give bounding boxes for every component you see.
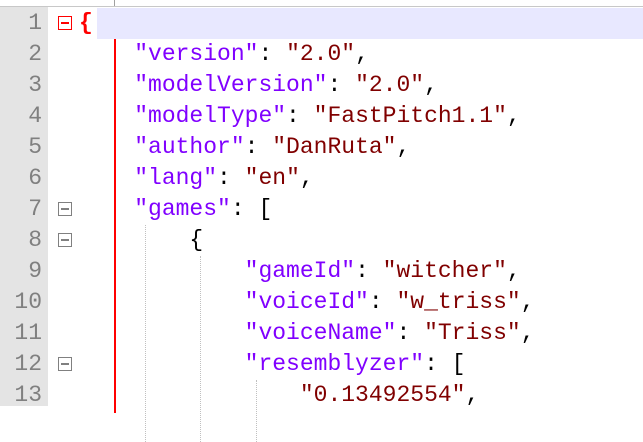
json-string: "witcher": [382, 258, 507, 284]
json-punctuation: :: [217, 165, 245, 191]
current-line-highlight: [97, 8, 643, 39]
json-punctuation: :: [286, 103, 314, 129]
line-number: 8: [28, 227, 42, 253]
json-string: "w_triss": [396, 289, 521, 315]
code-line[interactable]: "lang": "en",: [79, 163, 314, 194]
json-key: "voiceId": [244, 289, 369, 315]
json-punctuation: ,: [506, 103, 521, 129]
fold-toggle-icon[interactable]: [58, 16, 72, 30]
json-punctuation: [79, 103, 134, 129]
json-punctuation: [79, 351, 245, 377]
json-key: "games": [134, 196, 231, 222]
json-punctuation: [79, 165, 134, 191]
line-number: 11: [14, 320, 42, 346]
json-punctuation: ,: [506, 258, 521, 284]
json-punctuation: [79, 196, 134, 222]
json-key: "author": [134, 134, 245, 160]
code-line[interactable]: "resemblyzer": [: [79, 349, 466, 380]
json-punctuation: ,: [299, 165, 314, 191]
json-key: "modelType": [134, 103, 287, 129]
line-number: 12: [14, 351, 42, 377]
line-number: 5: [28, 134, 42, 160]
fold-toggle-icon[interactable]: [58, 233, 72, 247]
line-number: 13: [14, 382, 42, 408]
json-string: "2.0": [355, 72, 425, 98]
json-punctuation: ,: [396, 134, 411, 160]
json-punctuation: ,: [520, 289, 535, 315]
code-line[interactable]: "voiceId": "w_triss",: [79, 287, 535, 318]
json-punctuation: : [: [424, 351, 466, 377]
json-string: "0.13492554": [299, 382, 466, 408]
json-punctuation: [79, 72, 134, 98]
line-number: 3: [28, 72, 42, 98]
json-punctuation: {: [79, 227, 204, 253]
json-string: "2.0": [286, 41, 356, 67]
line-number: 1: [28, 10, 42, 36]
code-line[interactable]: {: [79, 225, 203, 256]
json-key: "lang": [134, 165, 218, 191]
fold-margin: [48, 7, 116, 413]
json-string: "en": [244, 165, 300, 191]
code-line[interactable]: "version": "2.0",: [79, 39, 369, 70]
json-key: "voiceName": [244, 320, 397, 346]
json-string: "Triss": [424, 320, 521, 346]
json-punctuation: :: [396, 320, 425, 346]
line-number: 9: [28, 258, 42, 284]
code-line[interactable]: "gameId": "witcher",: [79, 256, 521, 287]
code-line[interactable]: "games": [: [79, 194, 272, 225]
json-punctuation: ,: [355, 41, 369, 67]
json-key: "resemblyzer": [244, 351, 425, 377]
json-punctuation: ,: [520, 320, 535, 346]
json-punctuation: : [: [230, 196, 273, 222]
line-number: 10: [14, 289, 42, 315]
fold-range-bar: [114, 30, 116, 413]
code-line[interactable]: "modelVersion": "2.0",: [79, 70, 438, 101]
json-punctuation: ,: [465, 382, 480, 408]
line-number: 7: [28, 196, 42, 222]
tab-separator: [114, 0, 115, 6]
json-key: "gameId": [244, 258, 356, 284]
matched-brace: {: [79, 10, 93, 36]
indent-guide: [145, 225, 147, 442]
code-line[interactable]: "0.13492554",: [79, 380, 479, 411]
json-string: "DanRuta": [272, 134, 397, 160]
json-punctuation: :: [368, 289, 397, 315]
json-key: "modelVersion": [134, 72, 328, 98]
json-punctuation: [79, 320, 245, 346]
json-punctuation: ,: [424, 72, 438, 98]
json-punctuation: :: [355, 258, 383, 284]
json-string: "FastPitch1.1": [313, 103, 507, 129]
indent-guide: [200, 256, 202, 442]
line-number: 6: [28, 165, 42, 191]
json-punctuation: [79, 134, 134, 160]
json-punctuation: :: [258, 41, 287, 67]
json-punctuation: :: [327, 72, 356, 98]
json-punctuation: :: [244, 134, 273, 160]
tab-bar-edge: [0, 0, 643, 7]
line-number: 4: [28, 103, 42, 129]
code-line[interactable]: {: [79, 8, 93, 39]
json-key: "version": [134, 41, 259, 67]
json-punctuation: [79, 289, 245, 315]
fold-toggle-icon[interactable]: [58, 202, 72, 216]
code-line[interactable]: "modelType": "FastPitch1.1",: [79, 101, 521, 132]
json-punctuation: [79, 382, 300, 408]
line-number: 2: [28, 41, 42, 67]
fold-toggle-icon[interactable]: [58, 357, 72, 371]
code-line[interactable]: "voiceName": "Triss",: [79, 318, 535, 349]
code-line[interactable]: "author": "DanRuta",: [79, 132, 410, 163]
json-punctuation: [79, 258, 245, 284]
json-punctuation: [79, 41, 134, 67]
